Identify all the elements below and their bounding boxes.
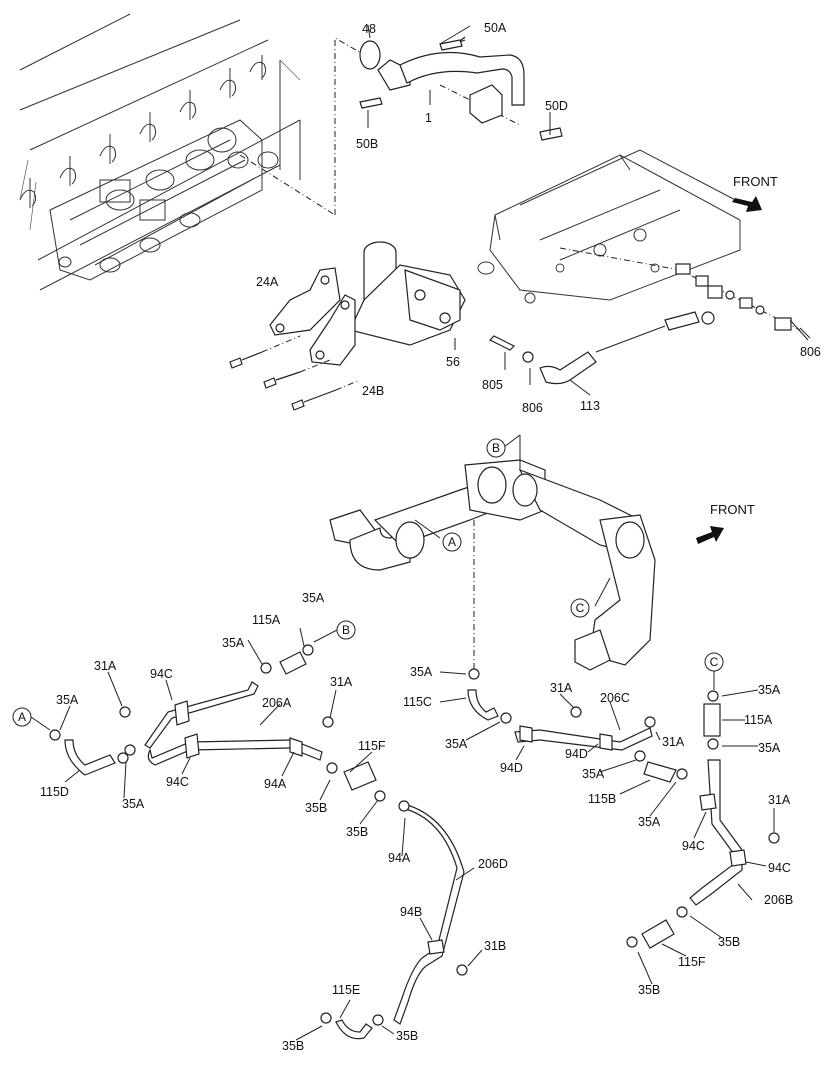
cylinder-head-right (477, 149, 801, 331)
part-label: 113 (580, 399, 600, 413)
callout-c-top: C (570, 598, 590, 618)
bracket-24b (309, 294, 356, 366)
svg-text:B: B (342, 623, 350, 637)
callout-c-bottom: C (704, 652, 724, 672)
bolts-24 (229, 351, 337, 411)
part-label: 115B (588, 792, 616, 806)
svg-text:C: C (710, 655, 719, 669)
part-label: 35A (638, 815, 661, 829)
part-label: 35A (122, 797, 145, 811)
part-label: 206C (600, 691, 630, 705)
callout-b-top: B (486, 438, 506, 458)
part-label: 94B (400, 905, 422, 919)
part-label: 31B (484, 939, 506, 953)
part-label: 24B (362, 384, 384, 398)
part-label: 35B (638, 983, 660, 997)
part-label: 94C (682, 839, 705, 853)
part-label: 94D (565, 747, 588, 761)
part-label: 35B (396, 1029, 418, 1043)
part-label: 206A (262, 696, 292, 710)
part-label: 35A (222, 636, 245, 650)
part-label: 115E (332, 983, 360, 997)
front-arrow-bottom: FRONT (696, 502, 755, 544)
part-label: 115C (403, 695, 432, 709)
bracket-24a (269, 267, 341, 336)
water-outlet-56 (349, 241, 466, 346)
callout-a-top: A (442, 532, 462, 552)
svg-text:B: B (492, 441, 500, 455)
part-label: 94C (150, 667, 173, 681)
svg-text:C: C (576, 601, 585, 615)
part-label: 806 (800, 345, 821, 359)
part-label: 1 (425, 111, 432, 125)
part-label: 35A (758, 741, 781, 755)
part-label: 35A (410, 665, 433, 679)
exhaust-pipe-assembly (329, 459, 656, 671)
part-label: 115A (744, 713, 773, 727)
part-label: 31A (768, 793, 791, 807)
part-label: 206D (478, 857, 508, 871)
part-label: 35B (305, 801, 327, 815)
part-label: 35A (445, 737, 468, 751)
part-label: 35A (56, 693, 79, 707)
part-label: 31A (550, 681, 573, 695)
part-label: 50B (356, 137, 378, 151)
part-label: 24A (256, 275, 279, 289)
svg-text:A: A (448, 535, 456, 549)
part-label: 206B (764, 893, 793, 907)
part-label: 94A (264, 777, 287, 791)
part-label: 35A (302, 591, 325, 605)
part-label: 94D (500, 761, 523, 775)
part-label: 35A (582, 767, 605, 781)
part-label: 35B (282, 1039, 304, 1053)
part-labels: 48 50A 1 50B 50D 24A 56 24B 805 806 806 … (40, 21, 821, 1053)
part-label: 35B (346, 825, 368, 839)
part-label: 806 (522, 401, 543, 415)
part-label: 48 (362, 22, 376, 36)
part-label: 50A (484, 21, 507, 35)
hose-assembly-right (467, 668, 780, 949)
hose-assembly-left (49, 644, 468, 1040)
engine-cylinder-head (19, 13, 301, 291)
part-label: 94C (166, 775, 189, 789)
part-label: 56 (446, 355, 460, 369)
part-label: 115A (252, 613, 281, 627)
svg-text:FRONT: FRONT (733, 174, 778, 189)
part-label: 805 (482, 378, 503, 392)
svg-text:FRONT: FRONT (710, 502, 755, 517)
callout-a-bottom: A (12, 707, 32, 727)
part-label: 35B (718, 935, 740, 949)
part-label: 115F (358, 739, 386, 753)
svg-text:A: A (18, 710, 26, 724)
part-label: 50D (545, 99, 568, 113)
part-label: 31A (330, 675, 353, 689)
part-label: 31A (662, 735, 685, 749)
part-label: 94A (388, 851, 411, 865)
part-label: 31A (94, 659, 117, 673)
pipe-1 (359, 36, 563, 141)
part-label: 94C (768, 861, 791, 875)
part-label: 115F (678, 955, 706, 969)
part-label: 115D (40, 785, 69, 799)
callout-b-bottom: B (336, 620, 356, 640)
front-arrow-top: FRONT (732, 174, 778, 212)
part-label: 35A (758, 683, 781, 697)
hose-113 (488, 311, 715, 385)
